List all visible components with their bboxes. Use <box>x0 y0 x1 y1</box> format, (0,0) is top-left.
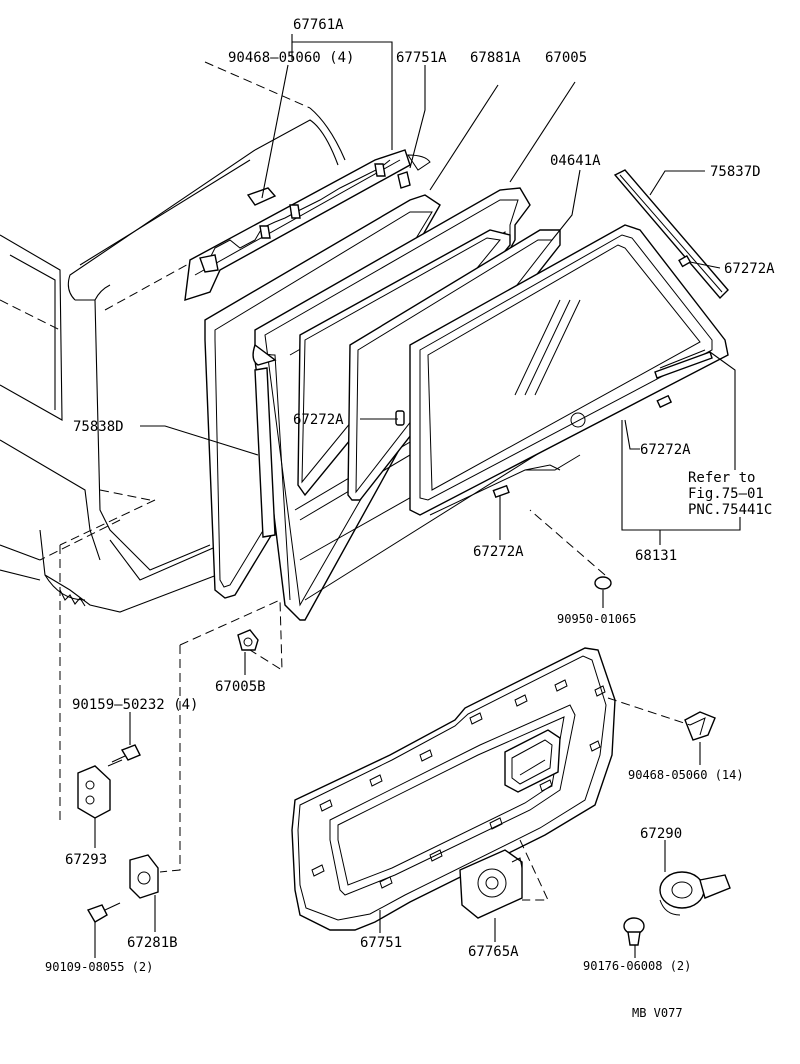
clips-67272A <box>395 254 692 499</box>
dashed-links <box>159 509 691 901</box>
leader-lines <box>94 34 741 958</box>
label-75838D: 75838D <box>73 419 124 435</box>
label-90109-08055: 90109-08055 (2) <box>45 960 153 974</box>
vehicle-body-outline <box>0 61 346 820</box>
label-67881A: 67881A <box>470 50 521 66</box>
label-67290: 67290 <box>640 826 682 842</box>
refer-line-1: Refer to <box>688 470 755 486</box>
label-67272A-right: 67272A <box>640 442 691 458</box>
label-90950-01065: 90950-01065 <box>557 612 636 626</box>
refer-line-3: PNC.75441C <box>688 502 772 518</box>
label-90468-05060-4: 90468–05060 (4) <box>228 50 354 66</box>
label-04641A: 04641A <box>550 153 601 169</box>
label-67751: 67751 <box>360 935 402 951</box>
back-door-glass-68131 <box>409 224 729 516</box>
label-68131: 68131 <box>635 548 677 564</box>
label-67293: 67293 <box>65 852 107 868</box>
label-67272A-low: 67272A <box>473 544 524 560</box>
bumper-67290 <box>623 871 731 946</box>
label-90159-50232: 90159–50232 (4) <box>72 697 198 713</box>
label-90176-06008: 90176-06008 (2) <box>583 959 691 973</box>
diagram-code: MB V077 <box>632 1006 683 1020</box>
label-67005: 67005 <box>545 50 587 66</box>
label-67281B: 67281B <box>127 935 178 951</box>
label-67272A-mid: 67272A <box>293 412 344 428</box>
trim-board-67751 <box>291 647 616 931</box>
label-75837D: 75837D <box>710 164 761 180</box>
label-67272A-top: 67272A <box>724 261 775 277</box>
part-labels: 67761A 90468–05060 (4) 67751A 67881A 670… <box>45 17 775 1020</box>
refer-line-2: Fig.75–01 <box>688 486 764 502</box>
label-67765A: 67765A <box>468 944 519 960</box>
label-90468-05060-14: 90468-05060 (14) <box>628 768 744 782</box>
label-67751A: 67751A <box>396 50 447 66</box>
lock-cover-67765A <box>459 849 523 919</box>
clip-90468-05060-14 <box>684 711 716 741</box>
label-67761A: 67761A <box>293 17 344 33</box>
cushion-parts <box>237 576 612 651</box>
garnish-75838D <box>254 367 276 538</box>
label-67005B: 67005B <box>215 679 266 695</box>
hardware-left <box>77 744 159 923</box>
spoiler-67761A <box>184 149 431 302</box>
